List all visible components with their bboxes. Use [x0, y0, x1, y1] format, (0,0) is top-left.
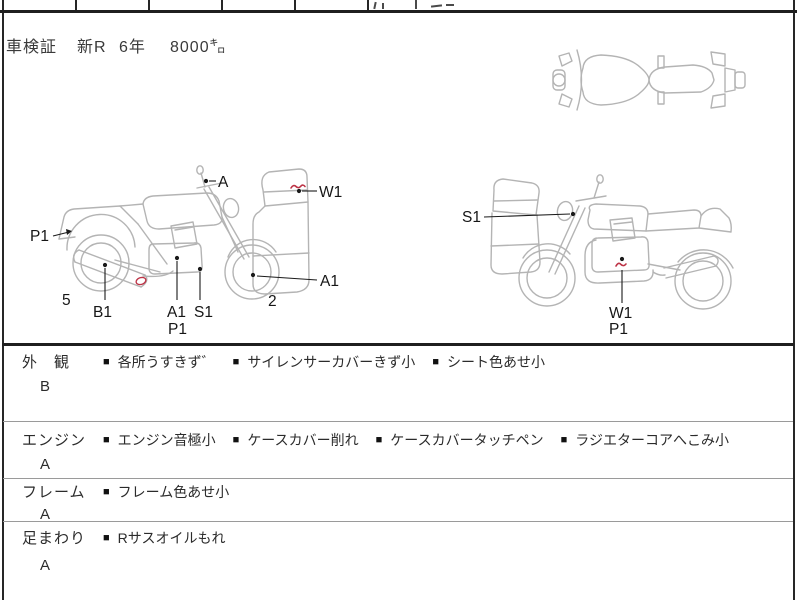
table-row-suspension: 足まわり A ■ Rサスオイルもれ [3, 527, 794, 574]
row-items: ■ Rサスオイルもれ [103, 527, 226, 548]
bullet-icon: ■ [103, 485, 110, 498]
condition-item: ■ ケースカバータッチペン [376, 430, 544, 450]
callout-label: B1 [93, 304, 112, 321]
row-label: 足まわり A [3, 527, 103, 574]
mileage-value: 8000㌔ [170, 39, 227, 56]
row-separator [3, 421, 793, 422]
condition-item-text: シート色あせ小 [446, 354, 545, 370]
row-items: ■ フレーム色あせ小 [103, 481, 229, 502]
left-bike-line-art [58, 165, 310, 300]
motorcycle-top-view [552, 49, 746, 111]
bullet-icon: ■ [103, 433, 110, 446]
left-bike-damage-marks [135, 184, 306, 286]
bullet-icon: ■ [432, 355, 439, 368]
callout-label: S1 [194, 304, 213, 321]
condition-item: ■ フレーム色あせ小 [103, 482, 229, 502]
condition-item-text: フレーム色あせ小 [117, 484, 230, 500]
sheet-left-border [2, 0, 4, 600]
sheet-right-border [793, 0, 795, 600]
table-row-engine: エンジン A ■ エンジン音極小 ■ ケースカバー削れ ■ ケースカバータッチペン ■… [3, 429, 794, 473]
grade-value: A [40, 506, 51, 523]
category-label: エンジン [22, 432, 87, 449]
row-separator [3, 521, 793, 522]
condition-item: ■ サイレンサーカバーきず小 [233, 352, 416, 372]
row-items: ■ 各所うすきず゛ ■ サイレンサーカバーきず小 ■ シート色あせ小 [103, 351, 545, 372]
category-label: フレーム [22, 484, 86, 501]
right-bike-callouts: S1 W1 P1 [462, 209, 632, 338]
top-cell-border [148, 0, 150, 11]
callout-label: P1 [168, 321, 187, 338]
bullet-icon: ■ [232, 355, 240, 368]
registration-year: 6年 [119, 39, 146, 56]
callout-label: 2 [268, 293, 277, 310]
grade-value: A [40, 557, 51, 574]
right-bike-damage-marks [615, 262, 627, 267]
top-row-text-fragment [446, 4, 454, 6]
condition-item: ■ 各所うすきず゛ [103, 352, 216, 372]
right-bike-line-art [490, 174, 734, 310]
top-cell-border [75, 0, 77, 11]
row-label: エンジン A [3, 429, 103, 473]
motorcycle-left-side-view: A W1 P1 5 B1 A1 S1 P1 2 A1 [30, 165, 342, 338]
condition-item: ■ シート色あせ小 [432, 352, 545, 372]
top-row-text-fragment [382, 3, 384, 9]
registration-era: 新R [77, 39, 107, 56]
callout-label: P1 [609, 321, 628, 338]
bullet-icon: ■ [103, 531, 110, 544]
callout-label: A [218, 174, 229, 191]
top-row-text-fragment [373, 1, 377, 10]
windshield-damage-mark [290, 184, 306, 189]
callout-label: P1 [30, 228, 49, 245]
row-items: ■ エンジン音極小 ■ ケースカバー削れ ■ ケースカバータッチペン ■ ラジエターコア… [103, 429, 729, 450]
condition-item-text: 各所うすきず゛ [117, 354, 216, 370]
row-separator [3, 478, 793, 479]
callout-label: A1 [167, 304, 186, 321]
muffler-damage-mark [135, 276, 147, 286]
grade-value: B [40, 378, 51, 395]
table-row-frame: フレーム A ■ フレーム色あせ小 [3, 481, 794, 523]
top-cell-border [221, 0, 223, 11]
registration-line: 車検証 新R 6年 8000㌔ [0, 33, 400, 56]
grade-value: A [40, 456, 51, 473]
condition-item-text: エンジン音極小 [117, 432, 216, 448]
condition-item-text: サイレンサーカバーきず小 [247, 354, 416, 370]
bullet-icon: ■ [103, 355, 110, 368]
condition-item-text: ケースカバー削れ [247, 432, 359, 448]
engine-damage-mark [615, 262, 627, 267]
doc-label: 車検証 [6, 39, 58, 56]
callout-label: W1 [609, 305, 632, 322]
callout-label: S1 [462, 209, 481, 226]
condition-item: ■ ラジエターコアへこみ小 [561, 430, 729, 450]
table-top-border [2, 343, 794, 346]
top-cell-border [367, 0, 369, 11]
top-row-text-fragment [415, 0, 417, 9]
top-row-text-fragment [430, 4, 443, 8]
condition-item-text: Rサスオイルもれ [117, 530, 226, 546]
top-view-line-art [552, 49, 746, 111]
condition-item: ■ ケースカバー削れ [233, 430, 359, 450]
row-label: フレーム A [3, 481, 103, 523]
condition-item: ■ エンジン音極小 [103, 430, 216, 450]
bullet-icon: ■ [375, 433, 383, 446]
top-row-bottom-border [0, 10, 797, 13]
bullet-icon: ■ [560, 433, 568, 446]
condition-item: ■ Rサスオイルもれ [103, 528, 226, 548]
category-label: 足まわり [22, 530, 87, 547]
callout-label: A1 [320, 273, 339, 290]
category-label: 外 観 [22, 354, 71, 371]
row-label: 外 観 B [3, 351, 103, 395]
motorcycle-right-side-view: S1 W1 P1 [462, 174, 734, 338]
table-row-exterior: 外 観 B ■ 各所うすきず゛ ■ サイレンサーカバーきず小 ■ シート色あせ小 [3, 351, 794, 395]
condition-item-text: ラジエターコアへこみ小 [575, 432, 729, 448]
left-bike-callouts: A W1 P1 5 B1 A1 S1 P1 2 A1 [30, 174, 342, 338]
callout-label: 5 [62, 292, 71, 309]
callout-label: W1 [319, 184, 342, 201]
bullet-icon: ■ [232, 433, 240, 446]
condition-item-text: ケースカバータッチペン [390, 432, 544, 448]
top-cell-border [294, 0, 296, 11]
